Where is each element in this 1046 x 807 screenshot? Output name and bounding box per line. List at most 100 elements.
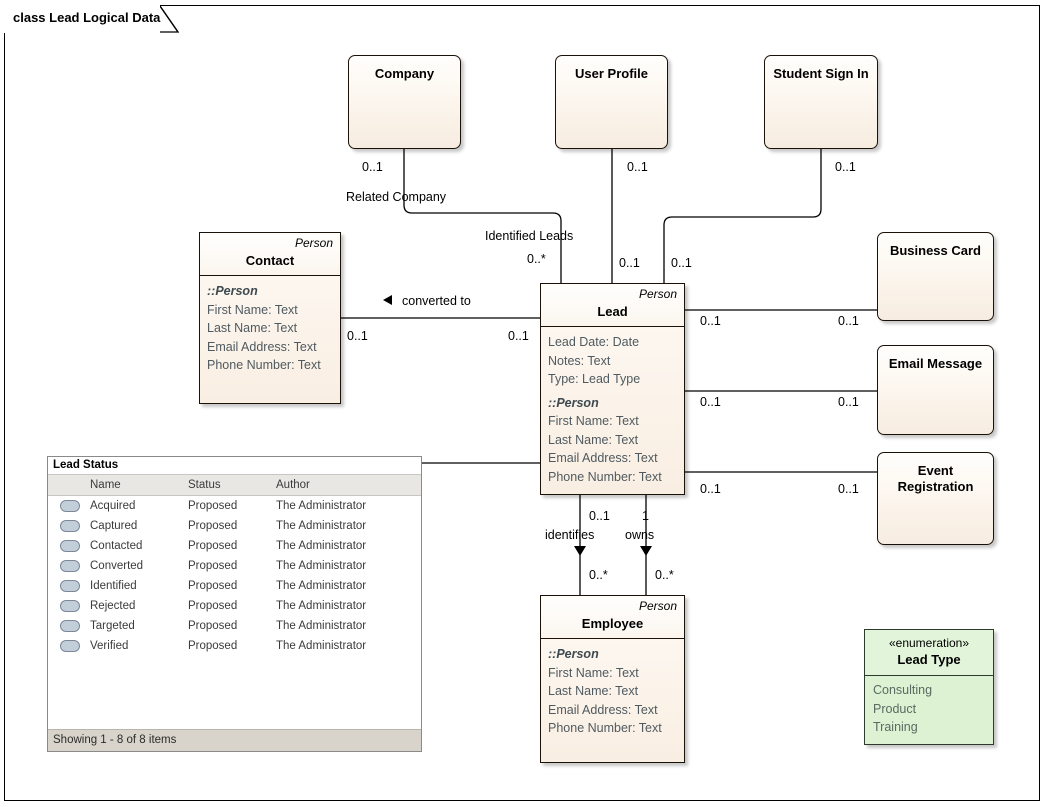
class-event-registration-name: Event Registration — [898, 463, 974, 495]
class-business-card[interactable]: Business Card — [877, 232, 994, 321]
class-lead-header: Person Lead — [541, 284, 684, 327]
row-icon-cell — [48, 580, 90, 592]
class-contact-attributes: ::Person First Name: Text Last Name: Tex… — [200, 276, 340, 403]
row-author: The Administrator — [276, 600, 367, 612]
state-pill-icon — [60, 640, 80, 652]
row-name: Verified — [90, 640, 129, 652]
mult-lead-event-registration: 0..1 — [700, 482, 721, 496]
state-pill-icon — [60, 620, 80, 632]
mult-event-registration: 0..1 — [838, 482, 859, 496]
class-employee-attr-0: First Name: Text — [548, 665, 639, 680]
mult-business-card: 0..1 — [838, 314, 859, 328]
class-business-card-name: Business Card — [889, 243, 982, 258]
class-contact-attr-0: First Name: Text — [207, 302, 298, 317]
class-event-registration-name-line1: Event — [917, 463, 954, 478]
class-contact[interactable]: Person Contact ::Person First Name: Text… — [199, 232, 341, 404]
enumeration-lead-type[interactable]: «enumeration» Lead Type Consulting Produ… — [864, 629, 994, 745]
mult-student-lead: 0..1 — [671, 256, 692, 270]
state-pill-icon — [60, 560, 80, 572]
class-event-registration-name-line2: Registration — [897, 479, 974, 494]
table-row[interactable]: Targeted Proposed The Administrator — [48, 616, 421, 636]
row-icon-cell — [48, 500, 90, 512]
enumeration-literal-2: Training — [873, 720, 918, 734]
label-identified-leads: Identified Leads — [485, 229, 574, 243]
state-pill-icon — [60, 500, 80, 512]
enumeration-literal-1: Product — [873, 701, 917, 716]
row-icon-cell — [48, 560, 90, 572]
class-student-sign-in[interactable]: Student Sign In — [764, 55, 878, 149]
class-lead-attr-5: Email Address: Text — [548, 451, 658, 465]
row-author: The Administrator — [276, 520, 367, 532]
mult-lead-email-message: 0..1 — [700, 395, 721, 409]
class-email-message-name: Email Message — [888, 356, 983, 371]
lead-status-list[interactable]: Lead Status Name Status Author Acquired … — [47, 456, 422, 752]
enumeration-stereotype: «enumeration» — [888, 636, 970, 650]
class-student-sign-in-name: Student Sign In — [773, 66, 869, 81]
mult-user-profile: 0..1 — [627, 160, 648, 174]
row-status: Proposed — [188, 640, 238, 652]
column-header-name[interactable]: Name — [90, 479, 121, 491]
mult-identified-leads: 0..* — [527, 252, 546, 266]
class-email-message[interactable]: Email Message — [877, 345, 994, 435]
mult-owns-lead: 1 — [642, 509, 649, 523]
mult-owns-employee: 0..* — [655, 568, 674, 582]
table-row[interactable]: Captured Proposed The Administrator — [48, 516, 421, 536]
column-header-author[interactable]: Author — [276, 479, 310, 491]
table-row[interactable]: Converted Proposed The Administrator — [48, 556, 421, 576]
class-employee-header: Person Employee — [541, 596, 684, 639]
row-status: Proposed — [188, 520, 238, 532]
row-icon-cell — [48, 540, 90, 552]
column-header-status[interactable]: Status — [188, 479, 221, 491]
class-event-registration[interactable]: Event Registration — [877, 452, 994, 545]
row-status: Proposed — [188, 560, 238, 572]
class-lead-name: Lead — [597, 304, 628, 319]
lead-status-list-rows: Acquired Proposed The Administrator Capt… — [48, 496, 421, 729]
row-status: Proposed — [188, 500, 238, 512]
mult-student-sign-in: 0..1 — [835, 160, 856, 174]
row-name: Targeted — [90, 620, 135, 632]
table-row[interactable]: Identified Proposed The Administrator — [48, 576, 421, 596]
mult-lead-business-card: 0..1 — [700, 314, 721, 328]
frame-title: class Lead Logical Data — [4, 5, 161, 33]
class-lead-attr-1: Notes: Text — [548, 353, 611, 368]
class-lead-stereotype: Person — [638, 287, 677, 301]
class-contact-attr-3: Phone Number: Text — [207, 358, 321, 372]
class-employee-attr-1: Last Name: Text — [548, 684, 639, 698]
row-status: Proposed — [188, 620, 238, 632]
enumeration-header: «enumeration» Lead Type — [865, 630, 993, 676]
class-user-profile[interactable]: User Profile — [555, 55, 668, 149]
class-lead-attr-4: Last Name: Text — [548, 432, 639, 447]
table-row[interactable]: Contacted Proposed The Administrator — [48, 536, 421, 556]
mult-email-message: 0..1 — [838, 395, 859, 409]
class-lead-attributes: Lead Date: Date Notes: Text Type: Lead T… — [541, 327, 684, 494]
row-status: Proposed — [188, 600, 238, 612]
mult-user-profile-lead: 0..1 — [619, 256, 640, 270]
class-lead[interactable]: Person Lead Lead Date: Date Notes: Text … — [540, 283, 685, 495]
state-pill-icon — [60, 580, 80, 592]
class-employee[interactable]: Person Employee ::Person First Name: Tex… — [540, 595, 685, 763]
row-author: The Administrator — [276, 620, 367, 632]
class-employee-name: Employee — [581, 616, 644, 631]
class-contact-attr-2: Email Address: Text — [207, 339, 317, 354]
class-contact-inherited-label: ::Person — [207, 284, 258, 298]
row-name: Captured — [90, 520, 138, 532]
class-contact-stereotype: Person — [294, 236, 333, 250]
class-contact-header: Person Contact — [200, 233, 340, 276]
table-row[interactable]: Rejected Proposed The Administrator — [48, 596, 421, 616]
identifies-direction-arrow — [574, 546, 586, 556]
class-lead-attr-2: Type: Lead Type — [548, 372, 641, 386]
lead-status-list-header: Name Status Author — [48, 474, 421, 496]
row-name: Contacted — [90, 540, 143, 552]
class-company[interactable]: Company — [348, 55, 461, 149]
table-row[interactable]: Verified Proposed The Administrator — [48, 636, 421, 656]
row-status: Proposed — [188, 540, 238, 552]
row-author: The Administrator — [276, 540, 367, 552]
table-row[interactable]: Acquired Proposed The Administrator — [48, 496, 421, 516]
row-name: Acquired — [90, 500, 136, 512]
class-employee-attr-3: Phone Number: Text — [548, 721, 662, 735]
row-icon-cell — [48, 520, 90, 532]
row-status: Proposed — [188, 580, 238, 592]
state-pill-icon — [60, 540, 80, 552]
label-related-company: Related Company — [346, 190, 447, 204]
class-employee-attr-2: Email Address: Text — [548, 702, 658, 717]
